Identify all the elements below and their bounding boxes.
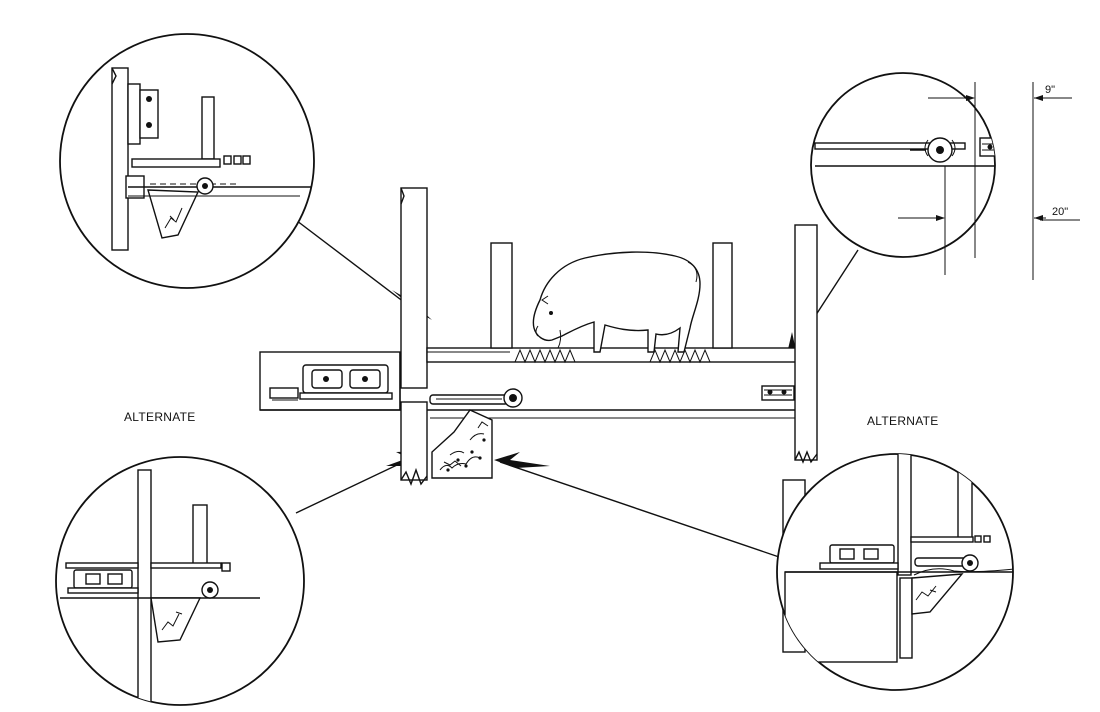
tl-floor: [131, 158, 221, 168]
detail-circle-top-right: 9" 20": [810, 72, 1080, 280]
tl-post: [201, 96, 215, 160]
trough-carriage: [269, 364, 393, 401]
slat-teeth-2: [649, 348, 711, 364]
pig-illustration: [532, 251, 701, 353]
pen-divider-left: [490, 242, 513, 349]
right-wall-post: [794, 224, 818, 461]
slat-teeth-1: [514, 348, 576, 364]
tr-drive: [979, 137, 995, 157]
dim-label-9in: 9": [1045, 84, 1055, 96]
alternate-label-left: ALTERNATE: [124, 410, 196, 424]
detail-circle-top-left: [59, 33, 315, 289]
arrow-head-bottom-right: [494, 452, 550, 468]
bl-post: [192, 504, 208, 566]
detail-circle-bottom-right: [776, 453, 1014, 691]
dim-label-20in: 20": [1052, 206, 1068, 218]
tr-floor: [814, 142, 966, 150]
bl-wall: [137, 469, 152, 705]
center-wall-post-upper: [400, 187, 428, 389]
scraper-unit: [429, 388, 523, 408]
manure-pile: [431, 409, 493, 479]
pen-floor-slab: [426, 347, 798, 363]
right-drive-device: [761, 385, 795, 401]
alternate-label-right: ALTERNATE: [867, 414, 939, 428]
pen-divider-right: [712, 242, 733, 349]
br-wall: [897, 454, 912, 576]
leader-line-bottom-right: [499, 461, 783, 559]
tl-wall: [111, 67, 129, 251]
detail-circle-bottom-left: [55, 456, 305, 706]
center-wall-post-lower: [400, 401, 428, 481]
main-cross-section: [259, 187, 818, 486]
br-post: [957, 471, 973, 539]
